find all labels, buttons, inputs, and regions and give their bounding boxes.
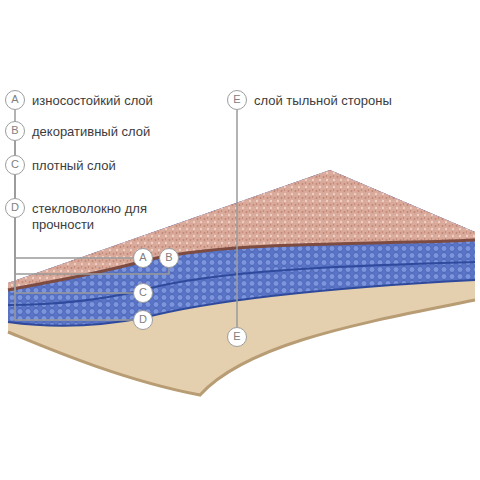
legend-marker: Eслой тыльной стороны (227, 90, 247, 110)
layer-name: слой тыльной стороны (254, 93, 392, 109)
layer-name: плотный слой (32, 158, 116, 174)
legend-marker: Dстекловолокно для прочности (5, 198, 25, 218)
callout-marker: E (227, 327, 247, 347)
callout-letter: A (6, 91, 24, 108)
leader-line (236, 110, 238, 327)
leader-line (15, 218, 133, 320)
callout-letter: E (228, 91, 246, 108)
callout-letter: A (134, 249, 152, 266)
backing-layer (8, 170, 475, 395)
callout-marker: C (133, 283, 153, 303)
callout-letter: B (6, 122, 24, 139)
callout-letter: D (6, 199, 24, 216)
legend-marker: Cплотный слой (5, 155, 25, 175)
callout-marker: A (133, 248, 153, 268)
callout-marker: B (159, 248, 179, 268)
leader-line (15, 141, 169, 274)
callout-letter: E (228, 328, 246, 345)
legend-marker: Bдекоративный слой (5, 121, 25, 141)
wear-edge (8, 240, 475, 290)
dense-layer (8, 170, 475, 305)
layer-name: стекловолокно для прочности (32, 201, 152, 233)
callout-letter: D (134, 311, 152, 328)
fiberglass-layer (8, 170, 475, 326)
callout-letter: C (134, 284, 152, 301)
callout-marker: D (133, 310, 153, 330)
leader-line (15, 175, 133, 293)
legend-marker: Aизносостойкий слой (5, 90, 25, 110)
layer-name: износостойкий слой (32, 93, 153, 109)
callout-letter: C (6, 156, 24, 173)
callout-letter: B (160, 249, 178, 266)
layer-name: декоративный слой (32, 124, 150, 140)
wear-layer (8, 170, 475, 290)
